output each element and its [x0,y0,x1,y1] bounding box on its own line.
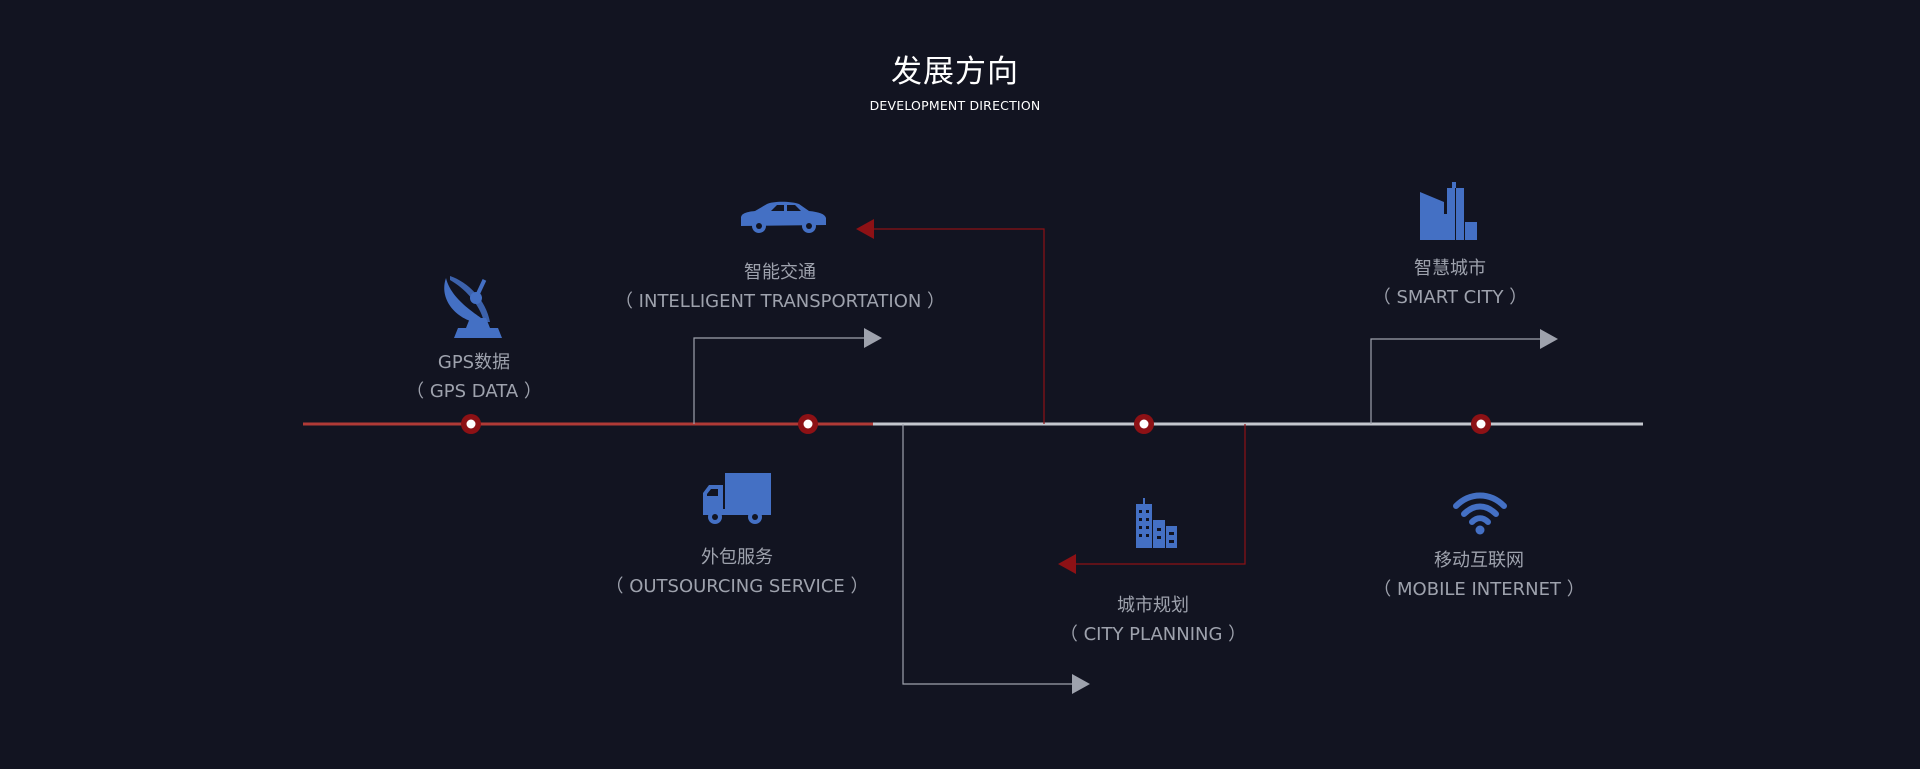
truck-icon [703,473,771,524]
page-title: 发展方向 [891,54,1019,90]
buildings-icon [1136,498,1177,548]
timeline-node-4 [1471,414,1491,434]
node-label-gps: GPS数据 （ GPS DATA ） [406,348,542,406]
arrow-head-gray-1 [864,328,882,348]
timeline-node-3 [1134,414,1154,434]
node-subtitle-transport: （ INTELLIGENT TRANSPORTATION ） [614,291,946,312]
satellite-dish-icon [444,276,502,338]
connector-red-2 [1074,424,1246,565]
wifi-icon [1453,492,1507,535]
node-label-transport: 智能交通 （ INTELLIGENT TRANSPORTATION ） [615,258,945,316]
arrow-head-red-1 [856,219,874,239]
node-label-planning: 城市规划 （ CITY PLANNING ） [1060,591,1246,649]
connector-gray-2 [902,424,1074,685]
connector-red-1 [870,228,1045,424]
node-title-outsourcing: 外包服务 [701,547,773,568]
node-subtitle-outsourcing: （ OUTSOURCING SERVICE ） [605,576,869,597]
arrow-head-gray-3 [1540,329,1558,349]
node-subtitle-planning: （ CITY PLANNING ） [1059,624,1247,645]
car-icon [741,201,826,233]
node-subtitle-gps: （ GPS DATA ） [406,381,542,402]
arrow-head-gray-2 [1072,674,1090,694]
node-title-smartcity: 智慧城市 [1414,258,1486,279]
node-label-mobile: 移动互联网 （ MOBILE INTERNET ） [1373,546,1584,604]
connector-gray-3 [1370,338,1542,424]
timeline-node-2 [798,414,818,434]
city-skyline-icon [1420,182,1477,240]
timeline-node-1 [461,414,481,434]
arrow-head-red-2 [1058,554,1076,574]
node-subtitle-smartcity: （ SMART CITY ） [1372,287,1528,308]
node-subtitle-mobile: （ MOBILE INTERNET ） [1373,579,1585,600]
node-title-mobile: 移动互联网 [1434,550,1524,571]
node-title-gps: GPS数据 [437,352,511,373]
node-label-outsourcing: 外包服务 （ OUTSOURCING SERVICE ） [605,543,868,601]
node-title-planning: 城市规划 [1116,595,1189,616]
connector-gray-1 [693,337,866,424]
node-title-transport: 智能交通 [743,262,816,283]
page-subtitle: DEVELOPMENT DIRECTION [869,98,1041,113]
node-label-smartcity: 智慧城市 （ SMART CITY ） [1373,254,1528,312]
